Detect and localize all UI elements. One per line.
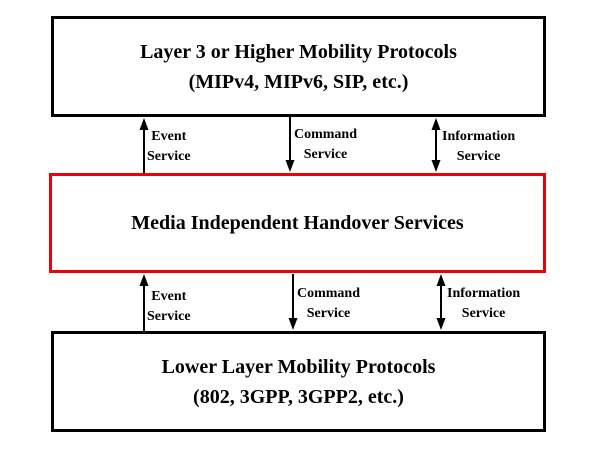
- upper-command-label-line1: Command: [294, 127, 358, 142]
- lower-event-service-label: Event Service: [147, 287, 191, 327]
- upper-event-label-line2: Service: [147, 149, 191, 164]
- lower-layer-box-title: Lower Layer Mobility Protocols: [161, 355, 436, 378]
- lower-information-label-line2: Service: [461, 306, 506, 321]
- layer3-box-subtitle: (MIPv4, MIPv6, SIP, etc.): [188, 70, 409, 93]
- lower-information-arrow-bidirectional: [436, 274, 446, 330]
- upper-information-service-label: Information Service: [442, 127, 515, 167]
- upper-event-label-line1: Event: [151, 129, 187, 144]
- upper-information-label-line2: Service: [456, 149, 501, 164]
- upper-information-label-line1: Information: [442, 129, 516, 144]
- lower-command-label-line1: Command: [297, 286, 361, 301]
- mih-box-title: Media Independent Handover Services: [131, 212, 464, 234]
- lower-command-service-label: Command Service: [297, 284, 360, 324]
- upper-command-service-label: Command Service: [294, 125, 357, 165]
- mih-services-box: Media Independent Handover Services: [49, 173, 546, 273]
- lower-event-label-line2: Service: [147, 309, 191, 324]
- layer3-box-title: Layer 3 or Higher Mobility Protocols: [140, 40, 457, 63]
- lower-layer-box-subtitle: (802, 3GPP, 3GPP2, etc.): [193, 385, 404, 408]
- upper-command-label-line2: Service: [303, 147, 348, 162]
- lower-layer-mobility-protocols-box: Lower Layer Mobility Protocols (802, 3GP…: [51, 331, 546, 432]
- upper-information-arrow-bidirectional: [431, 118, 441, 172]
- layer3-mobility-protocols-box: Layer 3 or Higher Mobility Protocols (MI…: [51, 16, 546, 117]
- lower-command-label-line2: Service: [306, 306, 351, 321]
- lower-information-service-label: Information Service: [447, 284, 520, 324]
- upper-event-service-label: Event Service: [147, 127, 191, 167]
- lower-event-label-line1: Event: [151, 289, 187, 304]
- lower-information-label-line1: Information: [447, 286, 521, 301]
